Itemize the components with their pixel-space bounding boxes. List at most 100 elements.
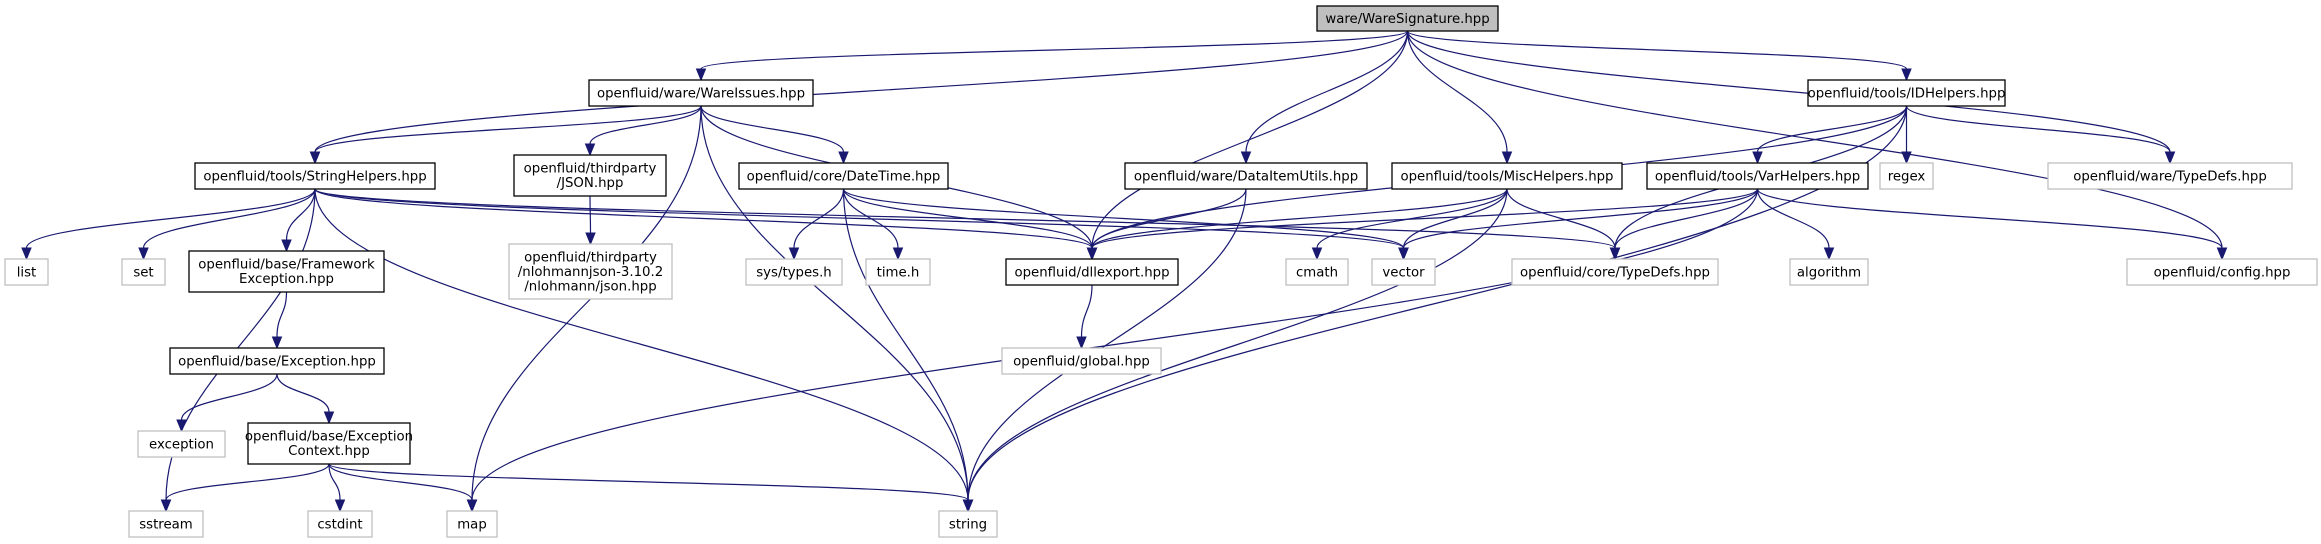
node-box — [938, 510, 998, 538]
edge-varhelpers-to-algorithm — [1756, 188, 1835, 261]
node-dataitemutils[interactable]: openfluid/ware/DataItemUtils.hpp — [1124, 162, 1368, 190]
node-wareissues[interactable]: openfluid/ware/WareIssues.hpp — [588, 79, 814, 107]
node-label: regex — [1888, 169, 1926, 184]
edge-datetime-to-string — [842, 188, 974, 513]
edge-stringhelpers-to-frameworkexception — [281, 188, 316, 253]
node-box — [513, 154, 667, 197]
arrowhead-icon — [1901, 68, 1912, 82]
edge-datetime-to-timeh — [842, 188, 904, 261]
arrowhead-icon — [323, 411, 335, 425]
node-label: openfluid/base/Exception — [245, 430, 413, 445]
edge-line — [285, 188, 316, 241]
node-idhelpers[interactable]: openfluid/tools/IDHelpers.hpp — [1807, 79, 2006, 107]
node-cmath: cmath — [1285, 258, 1349, 286]
arrowhead-icon — [1398, 247, 1409, 261]
node-label: string — [949, 517, 987, 532]
node-label: algorithm — [1797, 265, 1861, 280]
node-label: cmath — [1296, 265, 1338, 280]
node-label: /nlohmannjson-3.10.2 — [518, 265, 663, 280]
edge-line — [314, 188, 1405, 249]
node-label: openfluid/ware/TypeDefs.hpp — [2073, 169, 2267, 184]
edge-line — [589, 195, 592, 234]
arrowhead-icon — [160, 499, 172, 513]
node-regex: regex — [1879, 162, 1934, 190]
edge-exceptioncontext-to-sstream — [160, 463, 330, 513]
edge-line — [700, 30, 1409, 70]
arrowhead-icon — [1501, 151, 1513, 165]
edge-root-to-mischelpers — [1406, 30, 1513, 165]
node-label: list — [17, 265, 37, 280]
node-label: map — [457, 517, 487, 532]
arrowhead-icon — [309, 151, 321, 165]
node-label: ware/WareSignature.hpp — [1325, 12, 1489, 27]
edge-exceptioncontext-to-map — [328, 463, 478, 513]
node-root[interactable]: ware/WareSignature.hpp — [1316, 5, 1499, 32]
edge-line — [1091, 188, 1247, 249]
node-datetime[interactable]: openfluid/core/DateTime.hpp — [738, 162, 949, 190]
node-vector: vector — [1371, 258, 1436, 286]
arrowhead-icon — [1076, 336, 1087, 350]
edge-root-to-idhelpers — [1406, 30, 1912, 82]
node-box — [2126, 258, 2318, 286]
edge-line — [1406, 30, 1508, 153]
edge-datetime-to-systypes — [788, 188, 845, 261]
edge-line — [314, 105, 702, 153]
node-box — [446, 510, 498, 538]
node-label: openfluid/thirdparty — [524, 250, 657, 265]
edge-line — [471, 105, 702, 501]
edge-line — [1406, 30, 2171, 153]
arrowhead-icon — [176, 419, 187, 433]
node-dllexport[interactable]: openfluid/dllexport.hpp — [1005, 258, 1179, 286]
edge-line — [314, 30, 1409, 153]
node-label: openfluid/ware/DataItemUtils.hpp — [1134, 169, 1358, 184]
node-label: cstdint — [317, 517, 362, 532]
node-label: Context.hpp — [288, 444, 370, 459]
node-box — [169, 347, 385, 375]
node-label: sys/types.h — [756, 265, 832, 280]
node-stringhelpers[interactable]: openfluid/tools/StringHelpers.hpp — [194, 162, 436, 190]
node-list: list — [4, 258, 49, 286]
node-exceptionhpp[interactable]: openfluid/base/Exception.hpp — [169, 347, 385, 375]
node-globalhpp: openfluid/global.hpp — [1001, 347, 1162, 375]
edge-idhelpers-to-varhelpers — [1752, 105, 1908, 165]
arrowhead-icon — [138, 247, 149, 261]
arrowhead-icon — [838, 151, 849, 165]
edge-line — [967, 188, 1247, 501]
node-box — [128, 510, 204, 538]
node-varhelpers[interactable]: openfluid/tools/VarHelpers.hpp — [1646, 162, 1869, 190]
node-box — [865, 258, 931, 286]
edge-wareissues-to-stringhelpers — [309, 105, 702, 165]
edge-json-to-nlohmann — [585, 195, 596, 246]
edge-line — [1756, 188, 1830, 249]
node-mischelpers[interactable]: openfluid/tools/MiscHelpers.hpp — [1391, 162, 1623, 190]
node-box — [194, 162, 436, 190]
arrowhead-icon — [788, 247, 800, 261]
edge-line — [842, 188, 899, 249]
node-box — [1646, 162, 1869, 190]
node-box — [137, 430, 226, 458]
arrowhead-icon — [584, 143, 596, 157]
arrowhead-icon — [2216, 247, 2228, 261]
node-waretypedefs: openfluid/ware/TypeDefs.hpp — [2047, 162, 2293, 190]
node-label: time.h — [877, 265, 920, 280]
node-label: sstream — [139, 517, 193, 532]
arrowhead-icon — [1086, 247, 1098, 261]
node-systypes: sys/types.h — [745, 258, 843, 286]
edge-idhelpers-to-regex — [1901, 106, 1912, 165]
edge-line — [1905, 105, 2171, 153]
node-label: openfluid/thirdparty — [524, 162, 657, 177]
node-json[interactable]: openfluid/thirdparty/JSON.hpp — [513, 154, 667, 197]
edge-line — [276, 373, 330, 413]
arrowhead-icon — [2164, 151, 2176, 165]
node-box — [2047, 162, 2293, 190]
arrowhead-icon — [1823, 247, 1835, 261]
edge-stringhelpers-to-list — [21, 188, 316, 261]
edge-line — [1080, 284, 1093, 338]
node-label: set — [133, 265, 153, 280]
edge-line — [842, 188, 969, 501]
node-sstream: sstream — [128, 510, 204, 538]
node-box — [1789, 258, 1869, 286]
